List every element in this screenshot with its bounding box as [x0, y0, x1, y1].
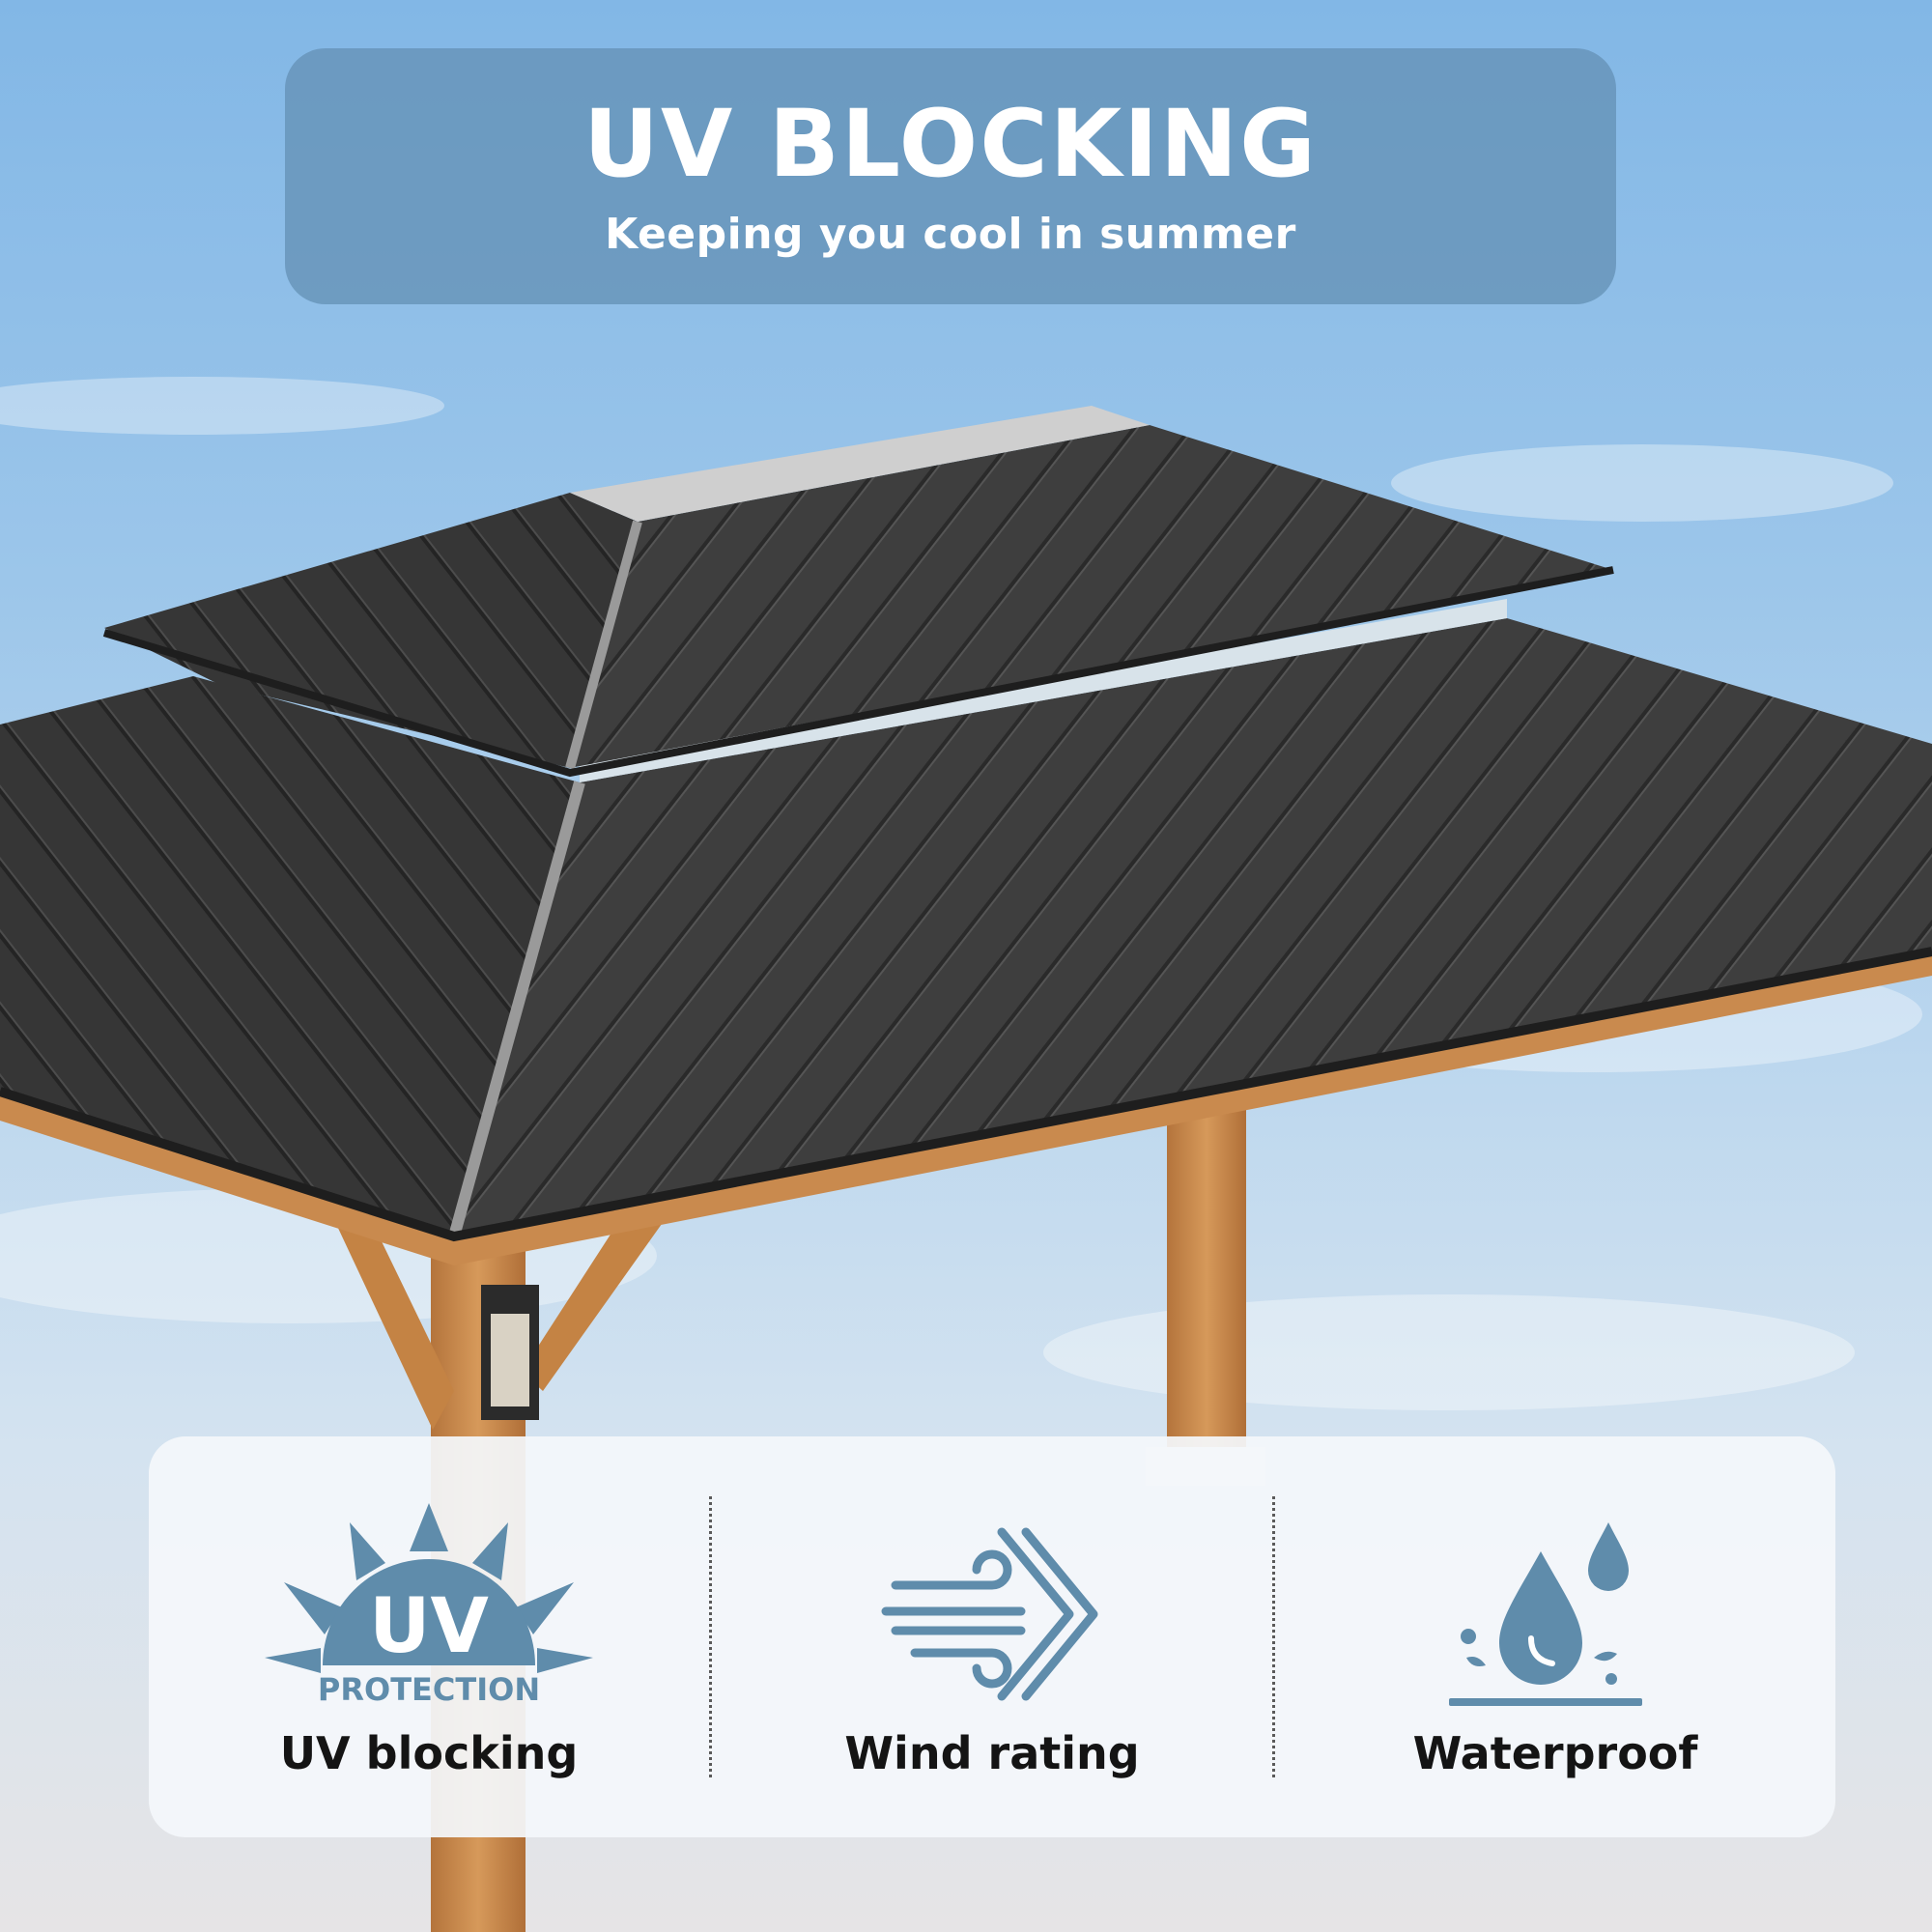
feature-uv-blocking: UV PROTECTION UV blocking	[149, 1436, 709, 1837]
uv-protection-icon: UV PROTECTION	[265, 1503, 593, 1706]
feature-label-waterproof: Waterproof	[1412, 1727, 1698, 1779]
right-brace	[522, 1208, 667, 1391]
uv-icon-subtext: PROTECTION	[318, 1671, 540, 1706]
lamp-glass	[491, 1314, 529, 1406]
divider	[1272, 1496, 1275, 1777]
uv-icon-text: UV	[369, 1583, 489, 1670]
feature-label-wind: Wind rating	[844, 1727, 1140, 1779]
feature-panel: UV PROTECTION UV blocking Wind rating	[149, 1436, 1835, 1837]
lower-roof-hip	[448, 781, 585, 1238]
wind-icon	[881, 1527, 1098, 1701]
page-title: UV BLOCKING	[583, 90, 1318, 199]
lower-roof-left	[0, 676, 580, 1236]
upper-roof-front	[570, 425, 1613, 768]
upper-roof-edge	[102, 566, 1614, 778]
divider	[709, 1496, 712, 1777]
feature-wind-rating: Wind rating	[712, 1436, 1272, 1837]
feature-label-uv: UV blocking	[279, 1727, 579, 1779]
upper-roof-ridge	[570, 406, 1150, 522]
tier-gap	[580, 599, 1507, 782]
upper-roof-hip	[565, 520, 642, 770]
page-subtitle: Keeping you cool in summer	[605, 209, 1296, 259]
back-post	[1167, 1082, 1246, 1449]
lower-roof-front	[454, 618, 1932, 1236]
header-banner: UV BLOCKING Keeping you cool in summer	[285, 48, 1616, 304]
upper-roof-left	[104, 493, 638, 768]
feature-waterproof: Waterproof	[1275, 1436, 1835, 1837]
water-drops-icon	[1449, 1522, 1642, 1706]
left-brace	[328, 1208, 454, 1430]
lower-roof-edge	[0, 947, 1932, 1242]
